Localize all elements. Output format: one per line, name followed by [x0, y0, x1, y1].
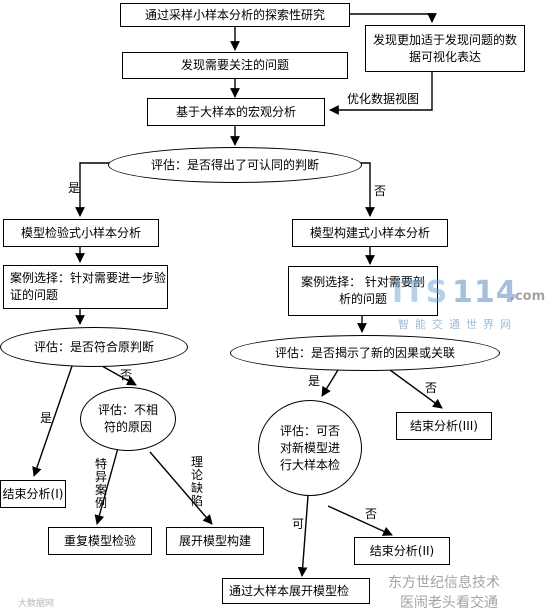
node-end-3: 结束分析(III) — [396, 412, 492, 440]
node-start: 通过采样小样本分析的探索性研究 — [120, 3, 350, 27]
label-yes-left2: 是 — [40, 411, 53, 425]
node-discover-issue: 发现需要关注的问题 — [122, 52, 348, 79]
label-no-right: 否 — [374, 184, 387, 198]
label-no-left: 否 — [120, 368, 133, 382]
label-no-bottom: 否 — [365, 507, 378, 521]
arrow-evalleft-no — [101, 365, 137, 386]
node-large-sample: 通过大样本展开模型检 — [222, 578, 370, 604]
node-discover-visual: 发现更加适于发现问题的数据可视化表达 — [365, 25, 525, 72]
arrow-newmodel-yes — [297, 495, 309, 577]
node-end-1: 结束分析(I) — [0, 480, 66, 508]
watermark-tagline: 智能交通世界网 — [398, 318, 517, 331]
node-eval-judgement: 评估：是否得出了可认同的判断 — [108, 147, 362, 183]
label-yes-left: 是 — [68, 181, 81, 195]
node-eval-new-causal: 评估：是否揭示了新的因果或关联 — [230, 335, 500, 371]
label-can: 可 — [292, 517, 305, 531]
label-no-right2: 否 — [425, 381, 438, 395]
arrow-newmodel-no — [327, 505, 393, 536]
node-verify-model: 模型检验式小样本分析 — [3, 219, 159, 247]
arrow-evalright-no — [389, 369, 443, 409]
watermark-bottom-1: 东方世纪信息技术 — [388, 575, 500, 591]
watermark-bottom-2: 医闹老头看交通 — [400, 595, 498, 611]
node-end-2: 结束分析(II) — [354, 537, 450, 565]
arrow-eval1-no — [360, 162, 375, 217]
arrow-mismatch-expand — [149, 451, 213, 525]
watermark-corner: 大数据网 — [18, 599, 55, 609]
node-eval-mismatch: 评估：不相符的原因 — [80, 387, 176, 451]
arrow-evalright-yes — [321, 369, 339, 397]
node-case-verify: 案例选择：针对需要进一步验证的问题 — [3, 265, 168, 309]
label-theory-gap: 理论缺陷 — [190, 455, 203, 508]
arrow-visual-macro — [329, 72, 433, 115]
watermark-its114-logo: ITS 114 .com — [392, 275, 546, 310]
node-expand-build: 展开模型构建 — [166, 527, 264, 555]
label-special-case: 特异案例 — [94, 457, 107, 510]
node-build-model: 模型构建式小样本分析 — [292, 219, 448, 247]
label-yes-right: 是 — [308, 374, 321, 388]
node-eval-new-model: 评估：可否对新模型进行大样本检 — [258, 400, 362, 496]
node-repeat-verify: 重复模型检验 — [48, 527, 152, 555]
arrow-evalleft-yes — [32, 365, 73, 477]
arrow-mismatch-repeat — [94, 447, 119, 525]
node-macro-analysis: 基于大样本的宏观分析 — [147, 98, 325, 126]
node-case-build: 案例选择： 针对需要剖析的问题 — [288, 266, 438, 316]
arrow-eval1-yes — [75, 162, 110, 217]
node-eval-original: 评估：是否符合原判断 — [0, 327, 188, 367]
arrow-start-visual — [350, 13, 437, 23]
label-optimize-view: 优化数据视图 — [347, 92, 420, 106]
